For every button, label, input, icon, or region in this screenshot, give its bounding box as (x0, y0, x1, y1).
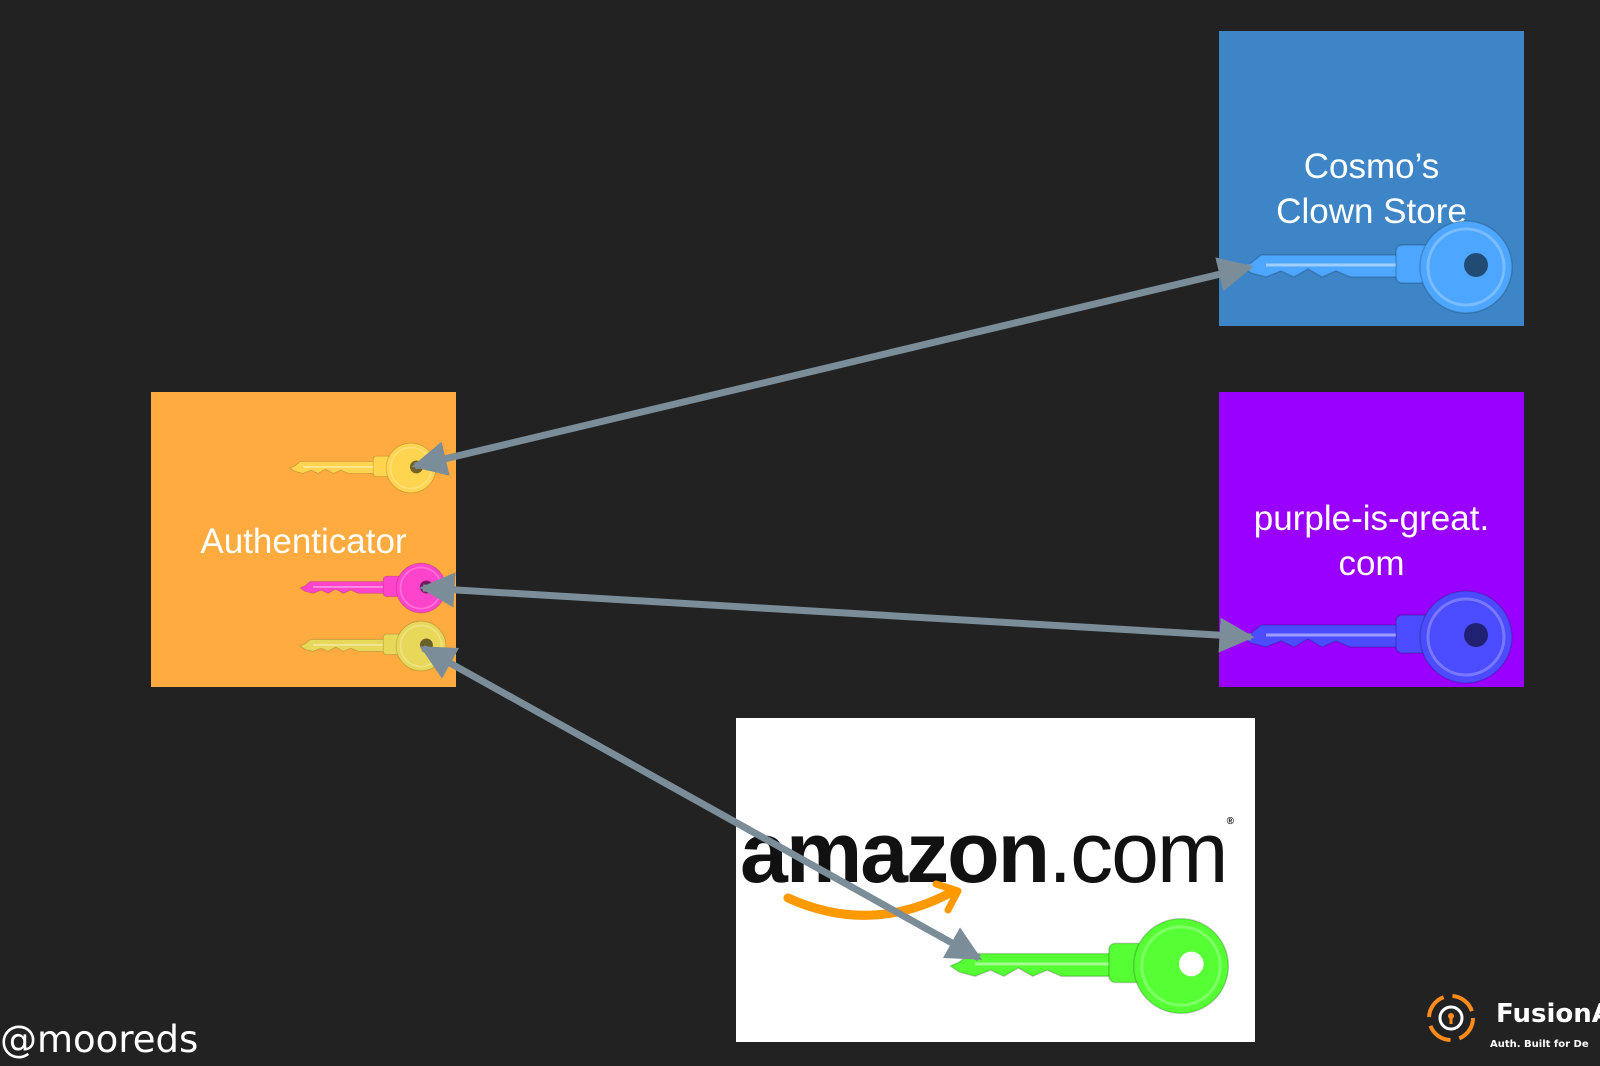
authenticator-key-pale-yellow-icon (299, 620, 447, 672)
fusionauth-logo-icon (1427, 994, 1475, 1042)
purple-site-label-line2: com (1338, 544, 1405, 583)
purple-key-icon (1240, 590, 1513, 684)
amazon-key-icon (948, 917, 1230, 1015)
authenticator-key-yellow-icon (289, 442, 437, 494)
amazon-registered-mark: ® (1226, 816, 1235, 827)
brand-tagline: Auth. Built for De (1490, 1039, 1589, 1050)
arrow-authenticator-amazon (419, 644, 983, 962)
purple-site-label-line1: purple-is-great. (1253, 499, 1490, 538)
twitter-handle: @mooreds (0, 1018, 199, 1061)
cosmo-key-icon (1240, 220, 1513, 314)
cosmo-store-label-line2: Clown Store (1276, 192, 1467, 231)
authenticator-label: Authenticator (200, 522, 407, 561)
arrow-authenticator-cosmo (411, 257, 1254, 476)
amazon-wordmark-tld: .com (1048, 805, 1228, 901)
arrow-authenticator-purple (419, 572, 1255, 653)
cosmo-store-label-line1: Cosmo’s (1303, 147, 1440, 186)
